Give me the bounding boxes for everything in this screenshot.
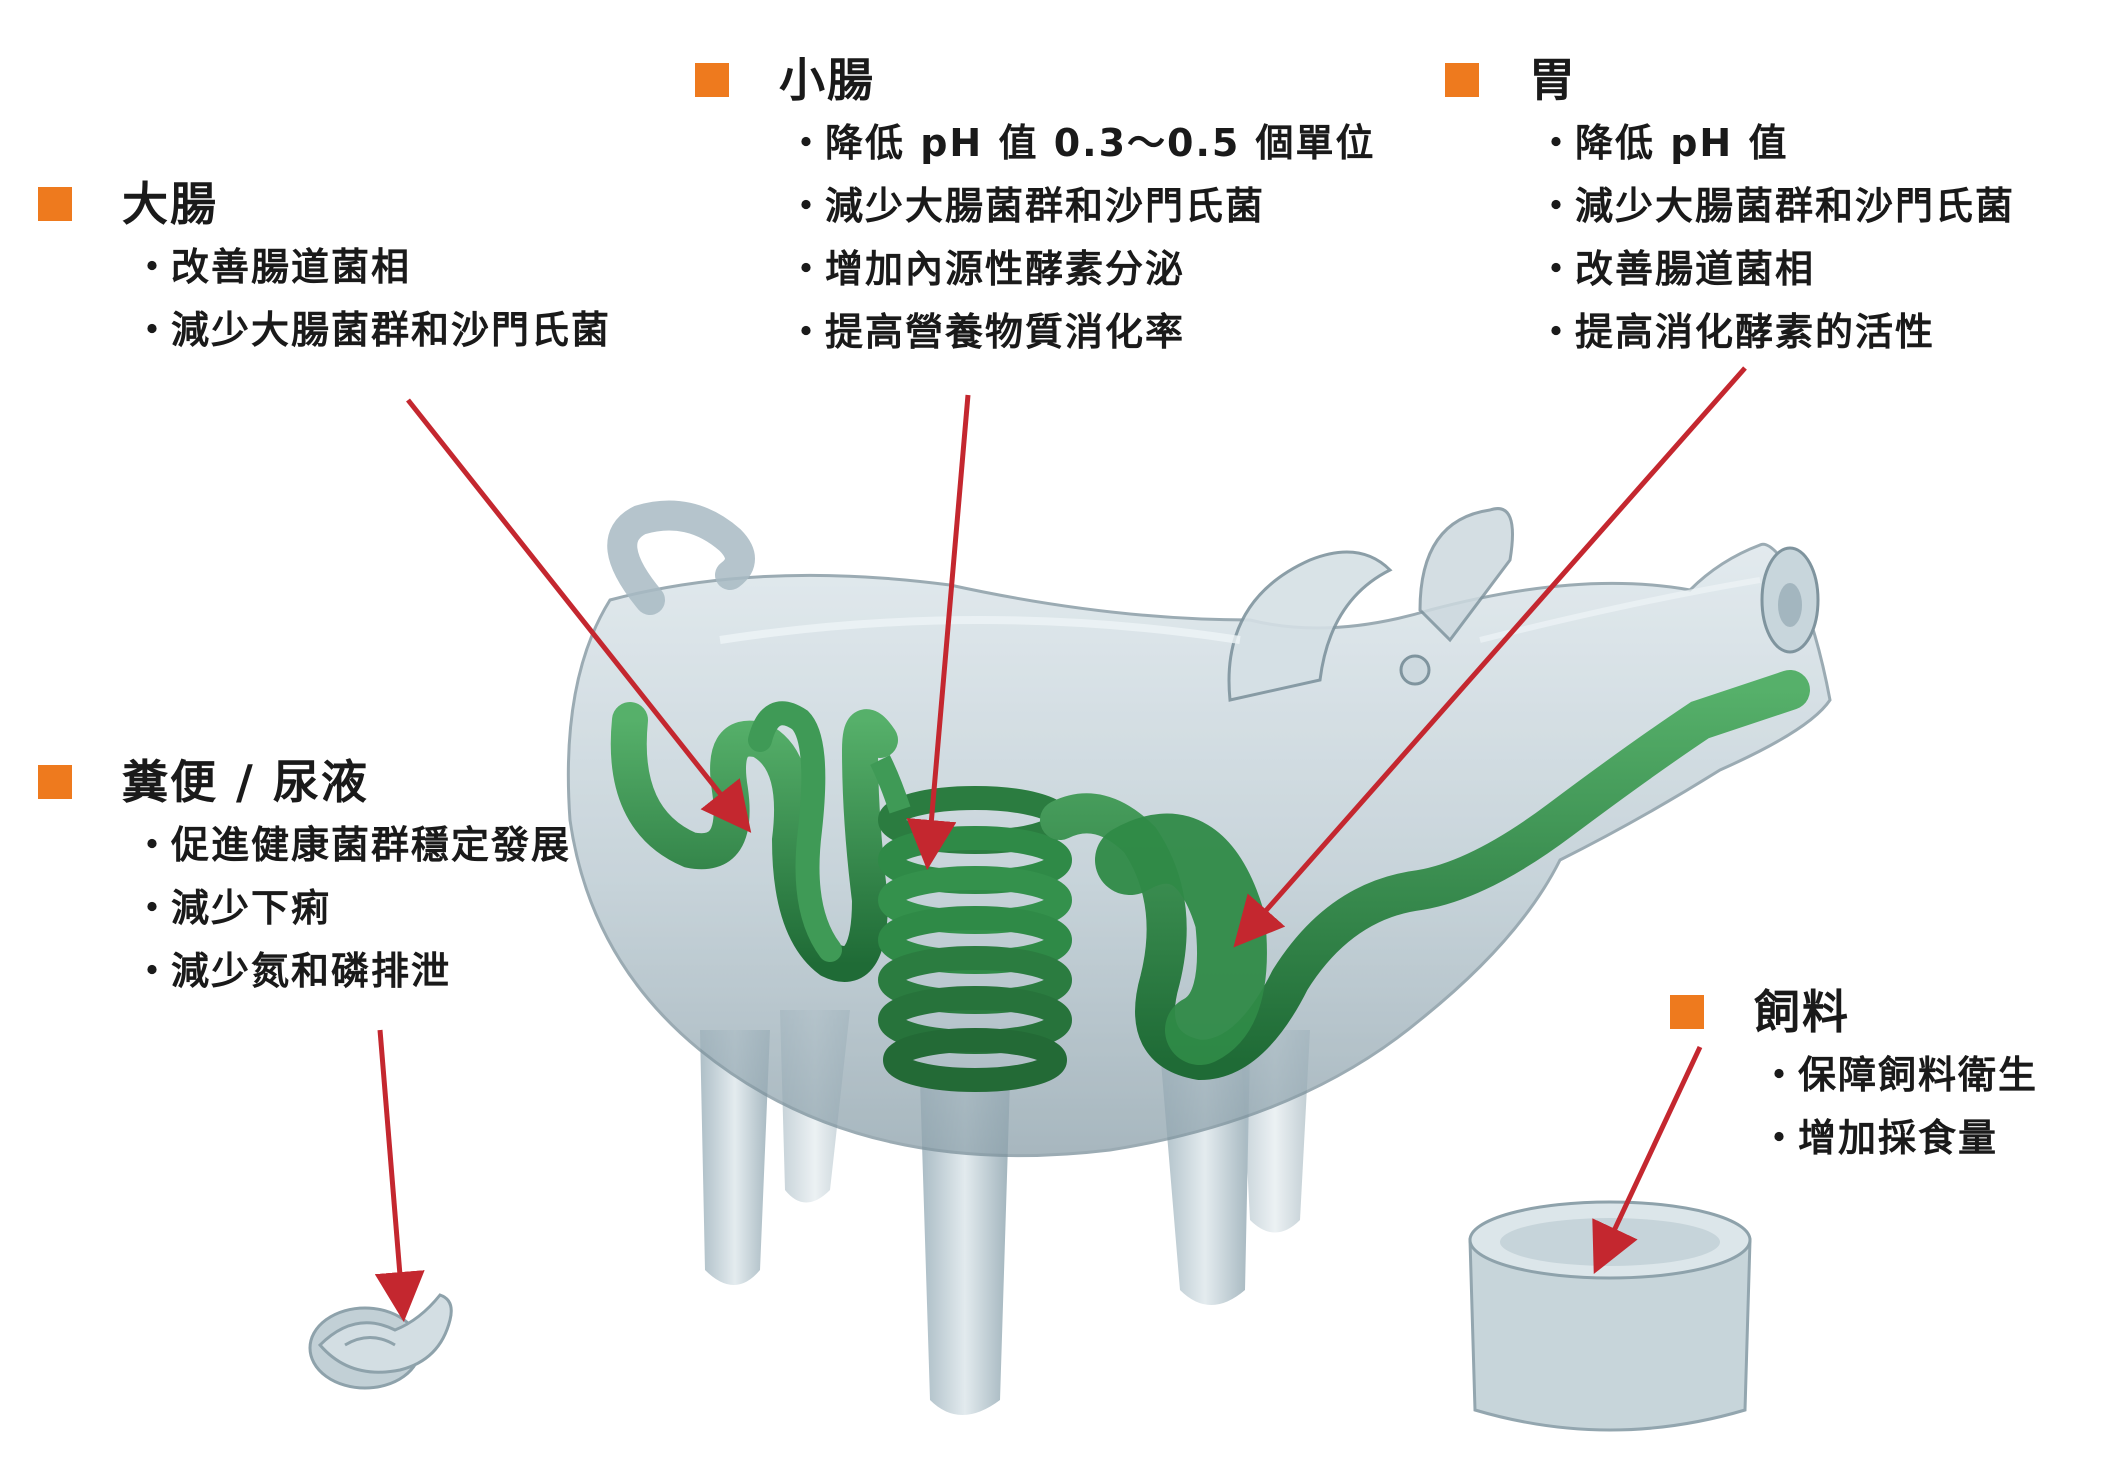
list-item: 減少大腸菌群和沙門氏菌	[1537, 175, 2015, 238]
bullet-dot-icon	[1537, 238, 1575, 301]
arrows	[374, 366, 1747, 1322]
list-item: 減少氮和磷排泄	[133, 940, 571, 1003]
bullet-dot-icon	[133, 236, 171, 299]
large-intestine	[610, 701, 898, 982]
list-item: 減少大腸菌群和沙門氏菌	[787, 175, 1376, 238]
pig-tail	[607, 500, 755, 615]
list-item: 保障飼料衛生	[1760, 1044, 2038, 1107]
list-item: 提高消化酵素的活性	[1537, 301, 2015, 364]
square-marker-icon	[38, 765, 72, 799]
section-feed: 飼料 保障飼料衛生 增加採食量	[1670, 980, 2038, 1170]
bullet-dot-icon	[133, 877, 171, 940]
bullet-dot-icon	[1760, 1044, 1798, 1107]
section-stomach: 胃 降低 pH 值 減少大腸菌群和沙門氏菌 改善腸道菌相 提高消化酵素的活性	[1445, 48, 2015, 364]
pig-leg-back-left	[700, 1030, 770, 1285]
section-feces-urine: 糞便 / 尿液 促進健康菌群穩定發展 減少下痢 減少氮和磷排泄	[38, 750, 571, 1003]
arrow-stomach	[1233, 366, 1747, 948]
pig-ear-back	[1418, 507, 1514, 643]
bullet-dot-icon	[787, 301, 825, 364]
list-item: 改善腸道菌相	[133, 236, 611, 299]
section-large-intestine: 大腸 改善腸道菌相 減少大腸菌群和沙門氏菌	[38, 172, 611, 362]
arrow-feces	[374, 1029, 425, 1322]
list-item: 減少下痢	[133, 877, 571, 940]
pig-ear-front	[1227, 550, 1393, 702]
section-small-intestine: 小腸 降低 pH 值 0.3～0.5 個單位 減少大腸菌群和沙門氏菌 增加內源性…	[695, 48, 1376, 364]
stomach	[1040, 670, 1810, 1081]
square-marker-icon	[1445, 63, 1479, 97]
bullet-dot-icon	[133, 299, 171, 362]
list-item: 降低 pH 值 0.3～0.5 個單位	[787, 112, 1376, 175]
bullet-dot-icon	[1760, 1107, 1798, 1170]
list-item: 減少大腸菌群和沙門氏菌	[133, 299, 611, 362]
square-marker-icon	[695, 63, 729, 97]
bullet-dot-icon	[1537, 175, 1575, 238]
list-item: 促進健康菌群穩定發展	[133, 814, 571, 877]
bullet-dot-icon	[133, 814, 171, 877]
section-title: 胃	[1529, 53, 1577, 107]
arrow-large-intestine	[406, 398, 752, 833]
arrow-small-intestine	[906, 394, 971, 870]
bullet-dot-icon	[1537, 301, 1575, 364]
bullet-dot-icon	[787, 112, 825, 175]
list-item: 增加採食量	[1760, 1107, 2038, 1170]
square-marker-icon	[38, 187, 72, 221]
pig-leg-middle	[920, 1080, 1010, 1415]
feces-icon	[308, 1293, 453, 1390]
bullet-dot-icon	[133, 940, 171, 1003]
section-title: 糞便 / 尿液	[122, 755, 369, 809]
section-title: 小腸	[779, 53, 875, 107]
section-title: 大腸	[122, 177, 218, 231]
bullet-dot-icon	[787, 175, 825, 238]
square-marker-icon	[1670, 995, 1704, 1029]
bullet-dot-icon	[1537, 112, 1575, 175]
list-item: 增加內源性酵素分泌	[787, 238, 1376, 301]
bullet-dot-icon	[787, 238, 825, 301]
list-item: 改善腸道菌相	[1537, 238, 2015, 301]
small-intestine	[870, 755, 1072, 1092]
pig-illustration	[566, 500, 1832, 1415]
section-title: 飼料	[1754, 985, 1850, 1039]
list-item: 提高營養物質消化率	[787, 301, 1376, 364]
pig-eye	[1399, 654, 1431, 686]
arrow-feed	[1592, 1045, 1703, 1275]
list-item: 降低 pH 值	[1537, 112, 2015, 175]
